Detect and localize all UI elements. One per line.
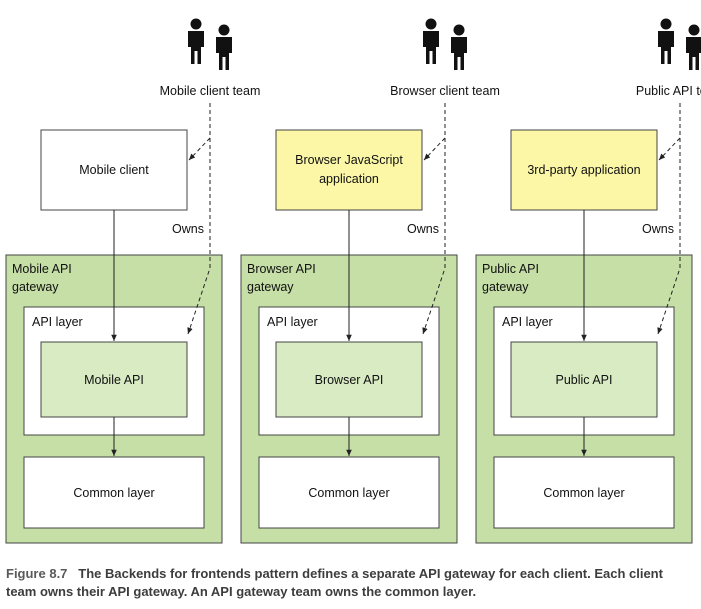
owns-label: Owns — [407, 222, 439, 236]
person-icon — [686, 24, 701, 70]
common-layer-label: Common layer — [308, 486, 389, 500]
client-box — [275, 129, 423, 211]
api-box — [40, 341, 188, 418]
common-layer-label: Common layer — [73, 486, 154, 500]
team-label: Public API team — [636, 84, 701, 98]
api-label: Browser API — [315, 373, 384, 387]
api-label: Public API — [556, 373, 613, 387]
owns-client-arrow — [188, 103, 211, 161]
gateway-label-line2: gateway — [247, 280, 294, 294]
client-label: Mobile client — [79, 163, 149, 177]
owns-client-arrow — [658, 103, 681, 161]
owns-label: Owns — [642, 222, 674, 236]
gateway-label-line1: Browser API — [247, 262, 316, 276]
person-icon — [423, 18, 439, 64]
gateway-label-line1: Public API — [482, 262, 539, 276]
owns-gateway-arrow — [657, 103, 681, 335]
figure-caption: Figure 8.7 The Backends for frontends pa… — [6, 565, 696, 601]
owns-gateway-arrow — [422, 103, 446, 335]
client-label-line1: Browser JavaScript — [295, 153, 403, 167]
common-layer-label: Common layer — [543, 486, 624, 500]
team-label: Browser client team — [390, 84, 500, 98]
client-label-line2: application — [319, 172, 379, 186]
gateway-label-line2: gateway — [482, 280, 529, 294]
person-icon — [658, 18, 674, 64]
common-layer-box — [258, 456, 440, 529]
caption-text: The Backends for frontends pattern defin… — [6, 566, 663, 599]
owns-gateway-arrow — [187, 103, 211, 335]
api-box — [510, 341, 658, 418]
person-icon — [188, 18, 204, 64]
owns-client-arrow — [423, 103, 446, 161]
figure-number: Figure 8.7 — [6, 566, 68, 581]
client-box — [510, 129, 658, 211]
api-box — [275, 341, 423, 418]
gateway-label-line1: Mobile API — [12, 262, 72, 276]
client-label: 3rd-party application — [527, 163, 640, 177]
owns-label: Owns — [172, 222, 204, 236]
client-box — [40, 129, 188, 211]
common-layer-box — [23, 456, 205, 529]
api-label: Mobile API — [84, 373, 144, 387]
api-layer-label: API layer — [502, 315, 553, 329]
common-layer-box — [493, 456, 675, 529]
api-layer-label: API layer — [267, 315, 318, 329]
person-icon — [216, 24, 232, 70]
api-layer-label: API layer — [32, 315, 83, 329]
team-label: Mobile client team — [160, 84, 261, 98]
gateway-label-line2: gateway — [12, 280, 59, 294]
person-icon — [451, 24, 467, 70]
